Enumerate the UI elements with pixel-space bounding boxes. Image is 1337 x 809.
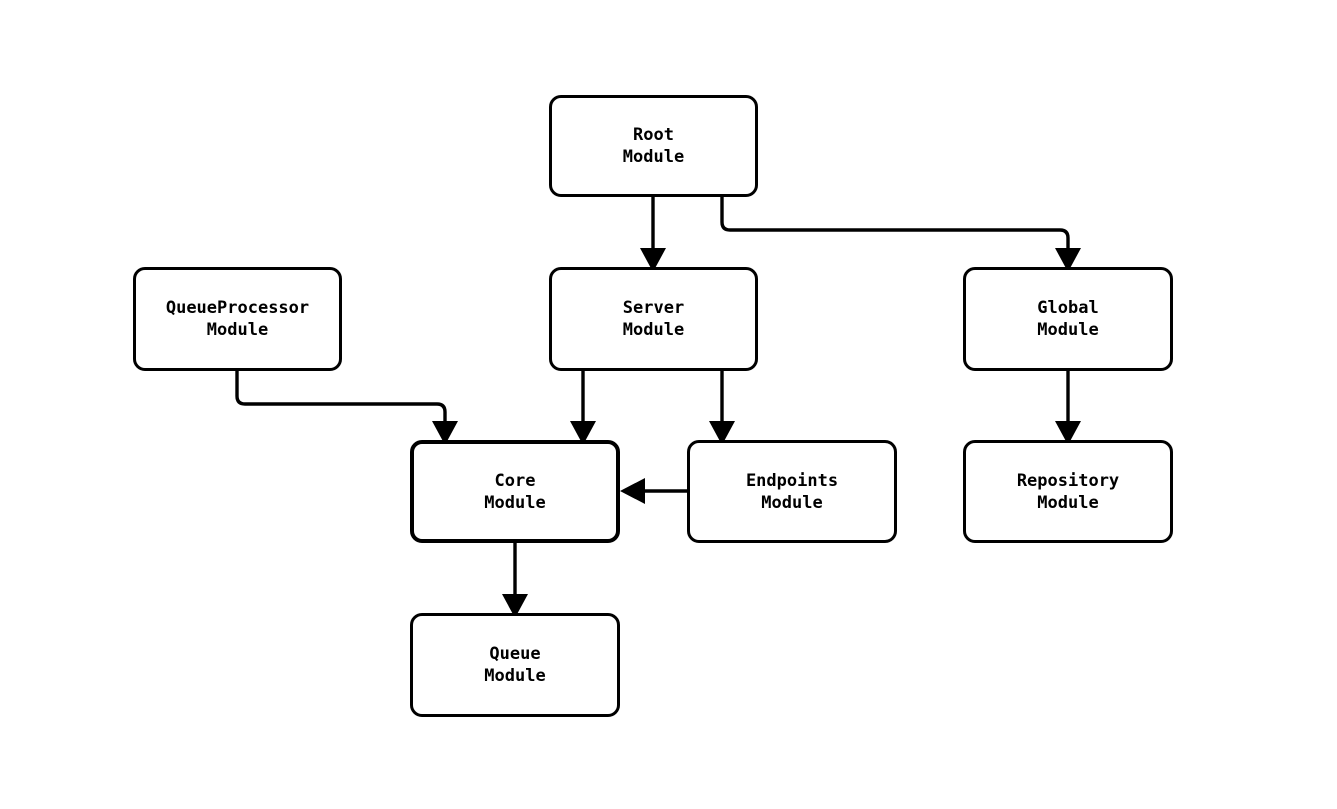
node-endpoints-module-line1: Endpoints [745,470,839,491]
edge-server-to-core [570,371,596,445]
node-server-module[interactable]: Server Module [549,267,758,371]
node-queueprocessor-module-line1: QueueProcessor [165,298,310,318]
node-core-module-line2: Module [484,492,546,513]
node-queue-module-line2: Module [484,666,546,686]
node-queue-module[interactable]: Queue Module [410,613,620,717]
node-root-module[interactable]: Root Module [549,95,758,197]
edge-server-to-endpoints [709,371,735,445]
edge-core-to-queue [502,543,528,618]
edge-root-to-server [640,197,666,272]
node-core-module-line1: Core [494,470,536,491]
node-core-module[interactable]: Core Module [410,440,620,543]
node-endpoints-module-line2: Module [761,492,823,513]
node-queueprocessor-module[interactable]: QueueProcessor Module [133,267,342,371]
node-server-module-line2: Module [622,320,685,340]
node-global-module-line1: Global [1037,298,1099,318]
node-queue-module-line1: Queue [489,644,541,664]
edge-root-to-global [720,197,1081,272]
node-server-module-line1: Server [622,298,685,318]
edge-queueprocessor-to-core [235,371,458,445]
node-queueprocessor-module-line2: Module [206,320,269,340]
node-global-module[interactable]: Global Module [963,267,1173,371]
node-global-module-line2: Module [1037,320,1099,340]
node-repository-module[interactable]: Repository Module [963,440,1173,543]
node-root-module-line1: Root [633,125,674,145]
node-repository-module-line2: Module [1037,492,1099,513]
node-repository-module-line1: Repository [1016,470,1120,491]
node-endpoints-module[interactable]: Endpoints Module [687,440,897,543]
node-root-module-line2: Module [622,147,685,167]
edge-global-to-repository [1055,371,1081,445]
edge-endpoints-to-core [620,478,687,504]
